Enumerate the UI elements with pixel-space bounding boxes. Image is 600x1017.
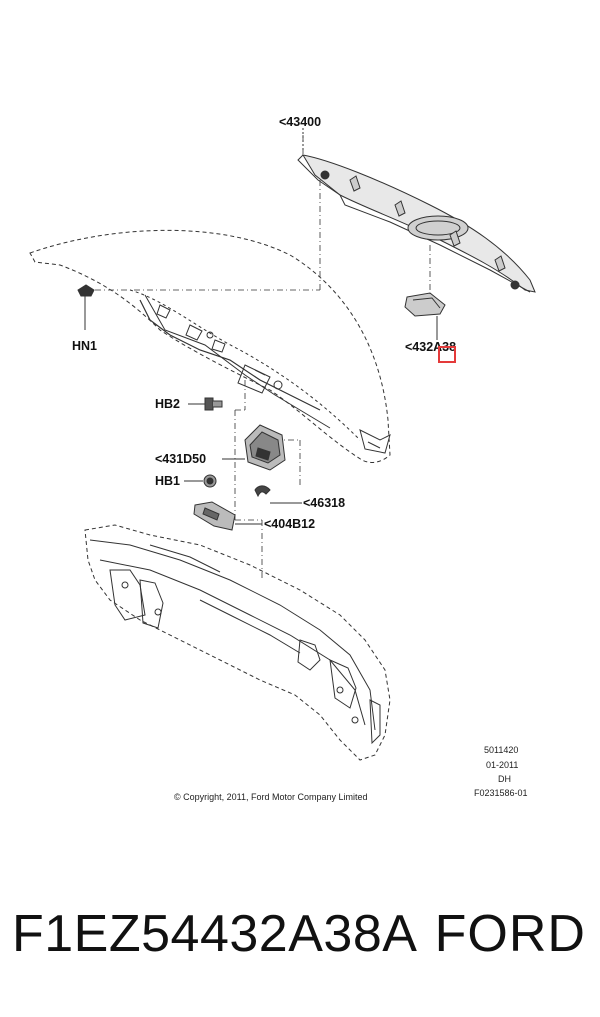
diagram-code-1: 5011420 [484,745,519,755]
trunk-applique [297,154,536,293]
callout-404b12: <404B12 [264,517,316,531]
selected-part-highlight [438,346,456,363]
diagram-code-2: 01-2011 [486,760,519,770]
callout-hb2: HB2 [155,397,181,411]
callout-hn1: HN1 [72,339,98,353]
callout-46318: <46318 [303,496,346,510]
bolt-hb1 [184,474,217,488]
brand-name: FORD [434,905,586,963]
striker-404b12 [193,501,262,531]
callout-43400: <43400 [279,115,322,129]
part-number: F1EZ54432A38A [12,905,418,963]
push-pin-hn1 [77,284,95,330]
callout-432a38: <432A38 [405,340,457,354]
cable-46318 [254,485,302,504]
trunk-lid [29,229,391,463]
diagram-code-3: DH [498,774,511,784]
rear-camera [404,292,446,340]
callout-431d50: <431D50 [155,452,207,466]
parts-diagram [29,128,536,761]
latch-assembly [222,424,286,471]
copyright-notice: © Copyright, 2011, Ford Motor Company Li… [174,792,368,802]
diagram-code-4: F0231586-01 [474,788,528,798]
bolt-hb2 [188,397,223,411]
callout-hb1: HB1 [155,474,181,488]
rear-body-panel [84,524,391,761]
